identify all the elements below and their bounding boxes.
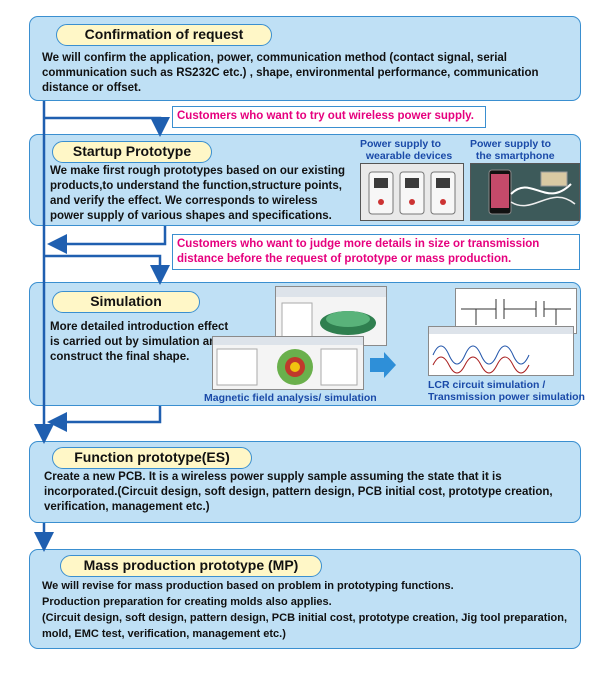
branch-arrow-2	[44, 256, 160, 280]
branch-arrow-1	[44, 118, 160, 132]
return-arrow-1	[52, 226, 165, 244]
return-arrow-2	[52, 406, 160, 422]
